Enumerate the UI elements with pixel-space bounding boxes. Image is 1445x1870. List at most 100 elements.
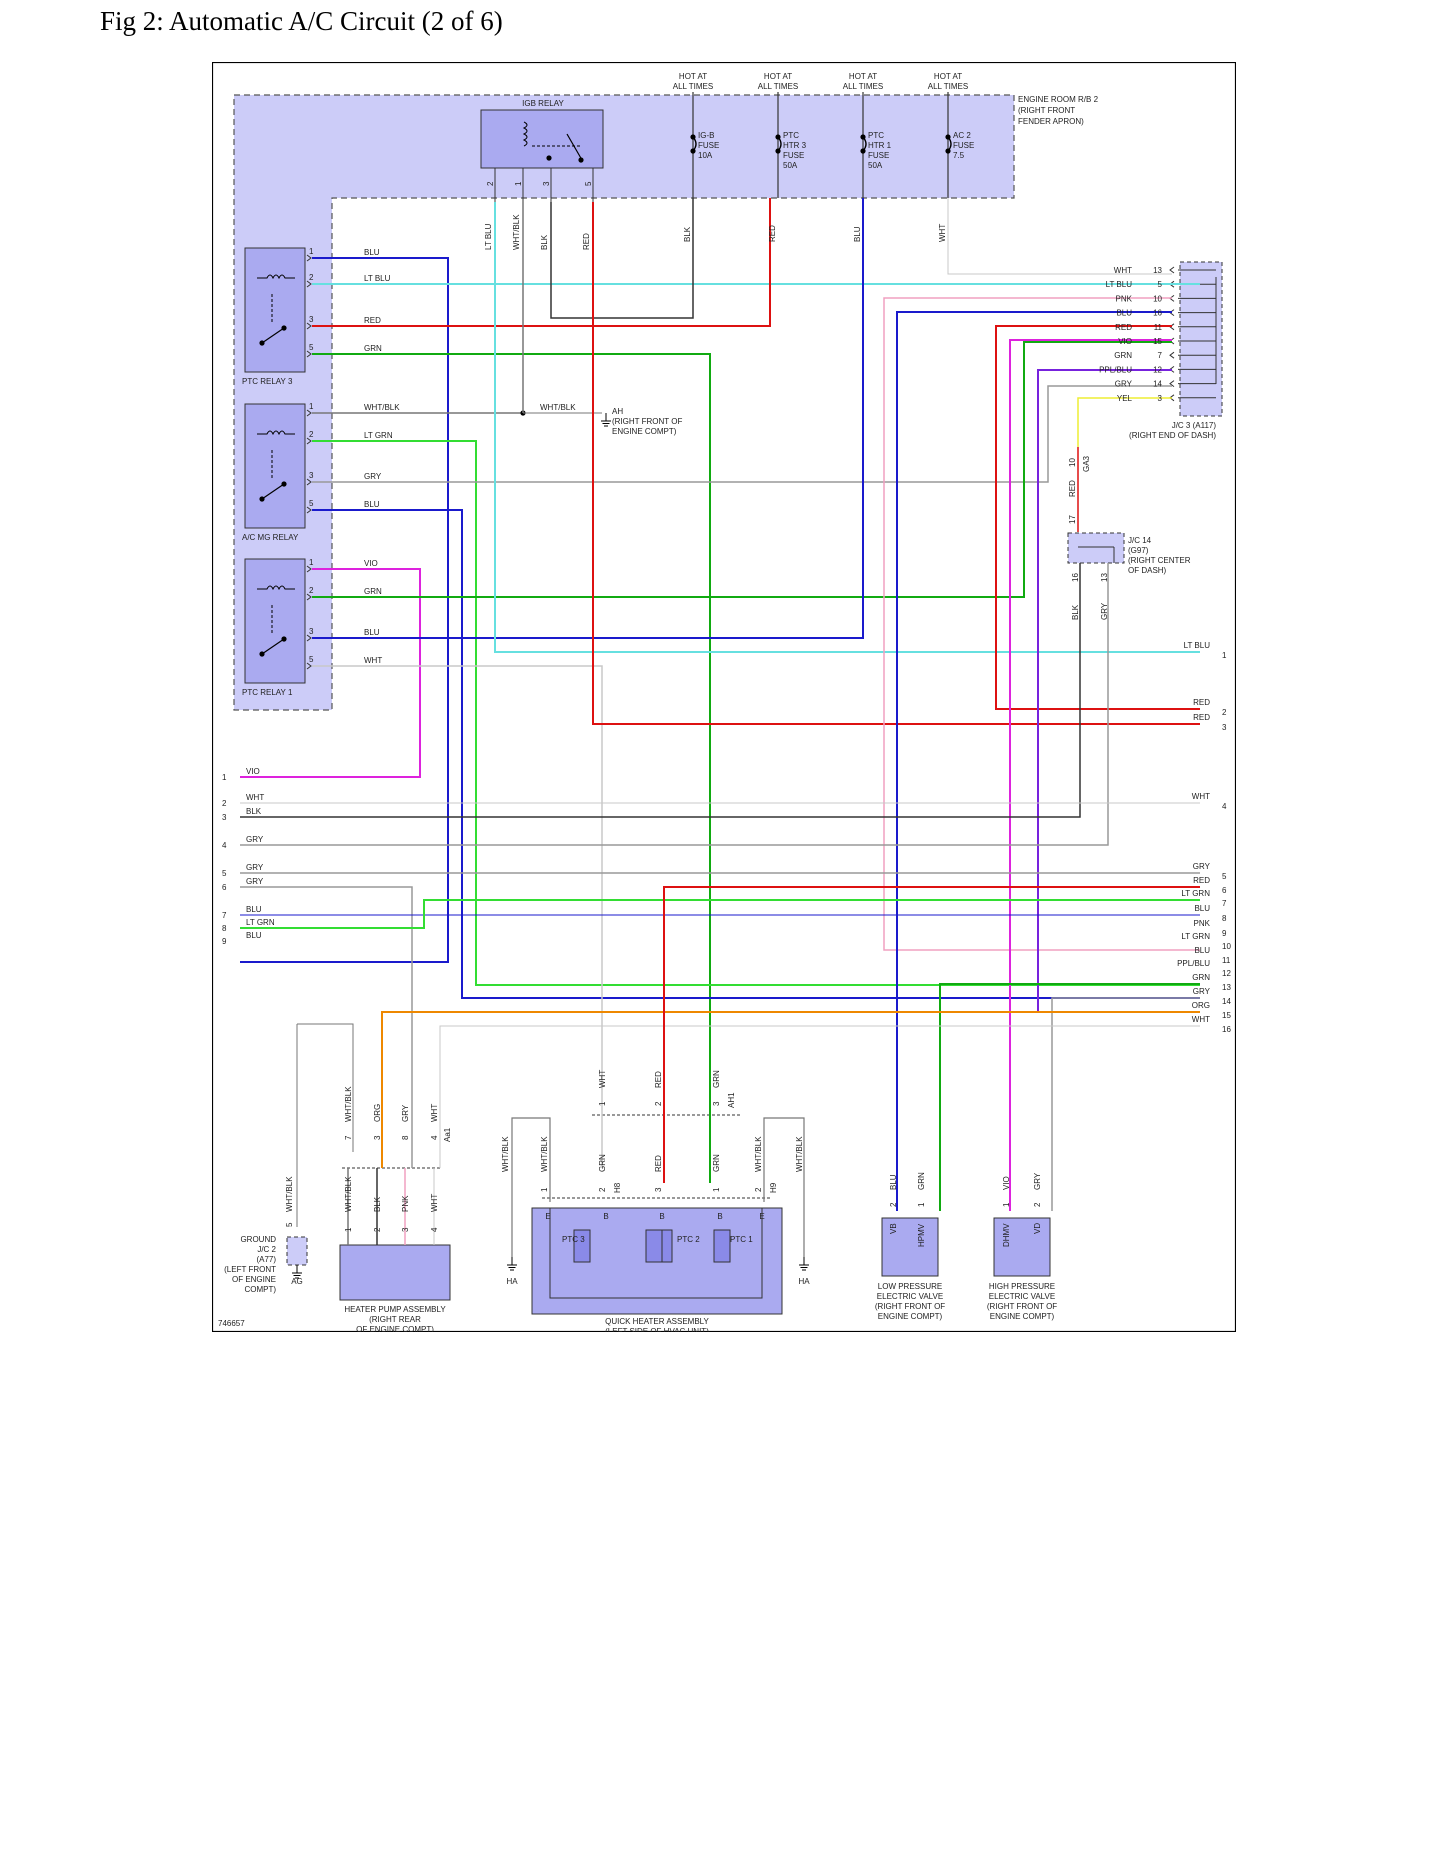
pin-number: 13 [1100,573,1109,582]
low-valve-label: ELECTRIC VALVE [877,1292,943,1301]
ground-jc2-label: (LEFT FRONT [224,1265,276,1274]
splice-dot [259,340,265,346]
pin-number: 3 [542,181,551,186]
ground-jc2-label: (A77) [256,1255,276,1264]
left-wire: BLU [246,905,262,914]
left-pin: 7 [222,911,227,920]
left-pin: 6 [222,883,227,892]
right-pin: 6 [1222,886,1227,895]
right-wire: BLU [1194,946,1210,955]
relay-body [244,247,306,373]
terminal [1169,351,1175,359]
pin-number: 3 [373,1135,382,1140]
terminal-label: B [603,1212,608,1221]
splice-dot [775,148,781,154]
wire-label: GRN [917,1172,926,1190]
pin-function: HPMV [917,1223,926,1247]
wire-label: RED [582,233,591,250]
terminal [1169,266,1175,274]
connector-id: H8 [613,1182,622,1193]
jc3-pin: 12 [1153,365,1162,374]
right-pin: 11 [1222,956,1231,965]
pin-number: 17 [1068,515,1077,524]
high-valve-label: ELECTRIC VALVE [989,1292,1055,1301]
high-valve-label: (RIGHT FRONT OF [987,1302,1057,1311]
wire-label: BLK [1071,604,1080,620]
wire-blu-ptc3 [240,257,449,963]
jc14-label: J/C 14 [1128,536,1152,545]
wire-label: WHT [364,656,382,665]
ground-jc2-label: GROUND [240,1235,276,1244]
wire-label: VIO [364,559,378,568]
wire-label: GRN [712,1154,721,1172]
terminal-label: B [659,1212,664,1221]
wire-label: LT GRN [364,431,393,440]
right-pin: 5 [1222,872,1227,881]
pin-number: 2 [486,181,495,186]
right-wire: RED [1193,698,1210,707]
connector-id: GA3 [1082,455,1091,472]
terminal [306,478,312,486]
ptc-heater-element [573,1229,591,1263]
pin-number: 1 [540,1187,549,1192]
wire-label: BLU [889,1174,898,1190]
wire-gry-jc14 [240,563,1109,846]
wire-wht-16 [439,1025,1200,1168]
wire-label: RED [654,1071,663,1088]
wire-label: WHT/BLK [540,403,576,412]
jc3-wire: RED [1115,323,1132,332]
jc3-pin: 14 [1153,380,1162,389]
high-valve-label: HIGH PRESSURE [989,1282,1055,1291]
splice-dot [259,651,265,657]
fuse-label: PTC [783,131,799,140]
pin-number: 3 [654,1187,663,1192]
ground-ah-label: (RIGHT FRONT OF [612,417,682,426]
ground-jc2-label: J/C 2 [257,1245,276,1254]
hot-label: HOT AT [849,72,877,81]
jc3-pin: 10 [1153,294,1162,303]
pin-number: 1 [1002,1202,1011,1207]
left-pin: 1 [222,773,227,782]
splice-dot [259,496,265,502]
ptc-heater-element [713,1229,731,1263]
jc3-connector [1179,261,1223,417]
fuse-label: HTR 1 [868,141,892,150]
jc3-pin: 3 [1158,394,1163,403]
pin-number: 2 [654,1101,663,1106]
left-wire: BLU [246,931,262,940]
terminal [306,593,312,601]
pin-number: 3 [712,1101,721,1106]
terminal [306,662,312,670]
qh-internal [549,1208,763,1299]
pin-number: 2 [309,430,314,439]
wire-label: RED [654,1155,663,1172]
splice-dot [578,157,584,163]
relay-label: PTC RELAY 1 [242,688,293,697]
wire-label: WHT [430,1104,439,1122]
right-wire: GRN [1192,973,1210,982]
wire-label: LT BLU [484,223,493,250]
wire-red-jc3 [995,325,1200,710]
wire-label: BLU [853,226,862,242]
right-wire: LT GRN [1181,932,1210,941]
splice-dot [281,636,287,642]
jc14-label: (RIGHT CENTER [1128,556,1191,565]
wire-ltgrn-acmg [312,440,1200,986]
wire-label: GRN [364,587,382,596]
pin-number: 10 [1068,458,1077,467]
quick-heater-label: (LEFT SIDE OF HVAC UNIT) [605,1327,709,1332]
hot-label: ALL TIMES [758,82,798,91]
pin-number: 1 [309,558,314,567]
engine-rb-label: ENGINE ROOM R/B 2 [1018,95,1099,104]
right-pin: 12 [1222,969,1231,978]
connector-id: H9 [769,1182,778,1193]
wire-label: GRY [364,472,382,481]
fuse-label: FUSE [698,141,719,150]
splice-dot [546,155,552,161]
quick-heater-label: QUICK HEATER ASSEMBLY [605,1317,709,1326]
wire-wht-ptc1 [312,665,603,1168]
wire-grn-ptc3 [312,353,711,1183]
jc3-wire: PPL/BLU [1099,365,1132,374]
terminal-label: E [759,1212,764,1221]
